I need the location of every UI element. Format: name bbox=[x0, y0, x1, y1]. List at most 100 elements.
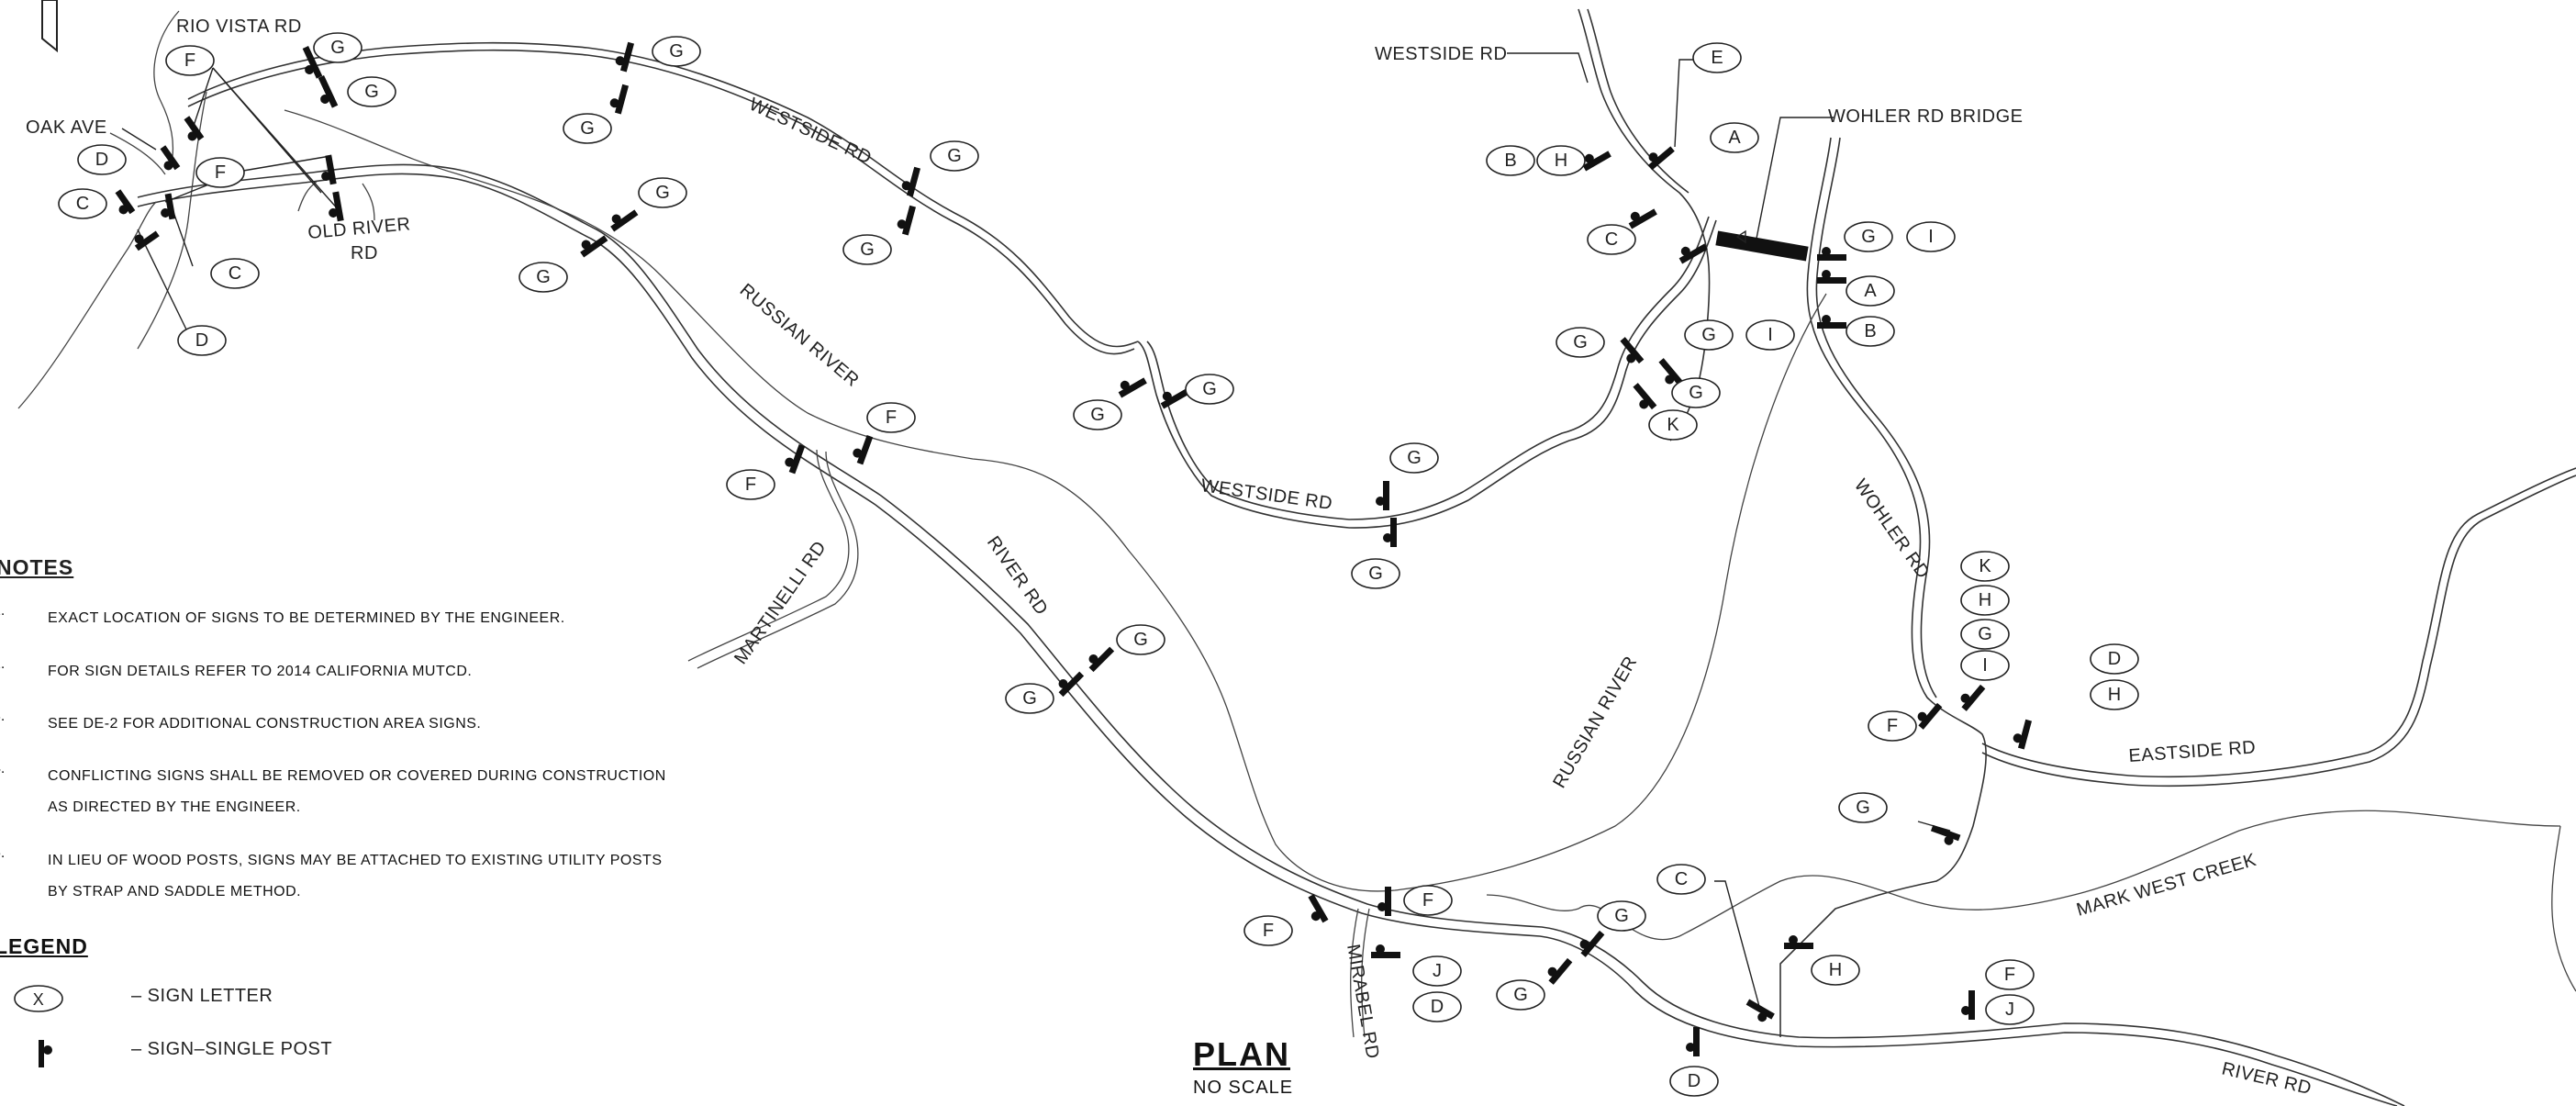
label-rio-vista-rd: RIO VISTA RD bbox=[176, 17, 302, 37]
sign-letter-bubble: G bbox=[1671, 377, 1721, 408]
label-mirabel-rd: MIRABEL RD bbox=[1343, 943, 1383, 1060]
note-text: EXACT LOCATION OF SIGNS TO BE DETERMINED… bbox=[48, 610, 565, 626]
bridge-marker bbox=[1735, 229, 1746, 244]
sign-post bbox=[1620, 337, 1645, 364]
note-number: 3. bbox=[0, 709, 6, 724]
sign-letter-bubble: H bbox=[1536, 145, 1586, 176]
sign-letter-bubble: F bbox=[165, 45, 215, 76]
sign-letter-bubble: C bbox=[210, 258, 260, 289]
sign-letter-bubble: G bbox=[842, 234, 892, 265]
sign-post bbox=[160, 145, 181, 171]
label-eastside-rd: EASTSIDE RD bbox=[2128, 737, 2257, 766]
sign-letter-bubble: I bbox=[1906, 221, 1956, 252]
sign-post bbox=[1678, 243, 1708, 264]
svg-text:H: H bbox=[1979, 590, 1991, 610]
sign-letter-bubble: G bbox=[652, 36, 701, 67]
sign-letter-bubble: F bbox=[1403, 885, 1453, 916]
sign-post bbox=[1582, 151, 1611, 172]
mark-west-creek bbox=[1486, 810, 2561, 941]
svg-text:G: G bbox=[655, 183, 670, 203]
svg-text:G: G bbox=[580, 118, 595, 139]
svg-text:F: F bbox=[184, 50, 195, 71]
note-number: 5. bbox=[0, 845, 6, 861]
sign-letter-bubble: A bbox=[1846, 275, 1895, 307]
sign-post bbox=[1376, 481, 1389, 510]
sign-post bbox=[901, 166, 921, 197]
sign-post bbox=[1547, 957, 1573, 985]
sign-letter-bubble: J bbox=[1412, 955, 1462, 987]
svg-text:D: D bbox=[1688, 1071, 1701, 1091]
svg-text:B: B bbox=[1504, 151, 1516, 171]
svg-text:G: G bbox=[1689, 383, 1703, 403]
svg-text:G: G bbox=[1090, 405, 1105, 425]
label-westside-rd-lower: WESTSIDE RD bbox=[1199, 475, 1333, 514]
svg-text:C: C bbox=[229, 263, 241, 284]
sign-post bbox=[609, 84, 630, 115]
sign-letter-bubble: G bbox=[1960, 619, 2010, 650]
svg-text:E: E bbox=[1711, 48, 1723, 68]
sign-letter-symbol: X bbox=[14, 985, 63, 1012]
sign-letter-bubble: G bbox=[1185, 374, 1234, 405]
sign-post bbox=[318, 74, 339, 108]
svg-text:G: G bbox=[669, 41, 684, 61]
sign-letter-bubble: G bbox=[1597, 900, 1646, 932]
sign-letter-bubble: E bbox=[1692, 42, 1742, 73]
note-text: FOR SIGN DETAILS REFER TO 2014 CALIFORNI… bbox=[48, 664, 473, 679]
label-old-river-rd-2: RD bbox=[351, 243, 378, 263]
sign-post bbox=[161, 193, 176, 220]
sign-letter-bubble: K bbox=[1960, 551, 2010, 582]
sign-post bbox=[1377, 887, 1391, 916]
legend-desc: – SIGN LETTER bbox=[131, 986, 273, 1006]
svg-text:H: H bbox=[1829, 960, 1842, 980]
sign-letter-bubble: H bbox=[1960, 585, 2010, 616]
svg-text:K: K bbox=[1979, 556, 1991, 576]
svg-text:G: G bbox=[1513, 985, 1528, 1005]
sign-letter-bubble: G bbox=[563, 113, 612, 144]
sign-letter-bubble: G bbox=[1556, 327, 1605, 358]
sign-letter-bubble: D bbox=[2090, 643, 2139, 675]
russian-river-west bbox=[284, 109, 1827, 892]
sign-post bbox=[1817, 247, 1846, 261]
svg-text:A: A bbox=[1728, 128, 1741, 148]
svg-text:D: D bbox=[95, 150, 108, 170]
sign-letter-bubble: G bbox=[1844, 221, 1893, 252]
svg-text:G: G bbox=[1701, 325, 1716, 345]
sign-letter-bubble: D bbox=[77, 144, 127, 175]
sign-letter-bubble: C bbox=[1587, 224, 1636, 255]
svg-text:H: H bbox=[2108, 685, 2121, 705]
sign-post bbox=[1930, 824, 1961, 845]
plan-title: PLAN bbox=[1193, 1035, 1290, 1073]
sign-post bbox=[1633, 383, 1657, 410]
sign-post bbox=[1628, 208, 1657, 229]
svg-text:D: D bbox=[2108, 649, 2121, 669]
sign-post bbox=[615, 41, 635, 73]
label-westside-rd-callout: WESTSIDE RD bbox=[1375, 44, 1507, 64]
sign-post bbox=[1118, 377, 1147, 398]
sign-letter-bubble: C bbox=[58, 188, 107, 219]
sign-letter-bubble: G bbox=[1005, 683, 1054, 714]
svg-text:G: G bbox=[330, 38, 345, 58]
sign-post bbox=[1784, 935, 1813, 949]
sign-post bbox=[329, 191, 344, 222]
svg-text:F: F bbox=[1887, 716, 1898, 736]
svg-text:G: G bbox=[1861, 227, 1876, 247]
svg-text:G: G bbox=[364, 82, 379, 102]
sign-letter-bubble: I bbox=[1960, 650, 2010, 681]
sign-letter-bubble: G bbox=[1351, 558, 1400, 589]
svg-text:K: K bbox=[1667, 415, 1679, 435]
label-russian-river-east: RUSSIAN RIVER bbox=[1549, 653, 1641, 791]
sign-post bbox=[610, 209, 639, 232]
note-number: 4. bbox=[0, 761, 6, 776]
legend-desc: – SIGN–SINGLE POST bbox=[131, 1039, 333, 1059]
svg-text:G: G bbox=[1573, 332, 1588, 352]
svg-text:F: F bbox=[215, 162, 226, 183]
sign-post bbox=[1647, 146, 1675, 171]
svg-text:I: I bbox=[1928, 227, 1934, 247]
sign-letter-bubble: B bbox=[1486, 145, 1535, 176]
sign-post bbox=[1088, 646, 1115, 673]
svg-text:G: G bbox=[1202, 379, 1217, 399]
sign-post bbox=[321, 154, 337, 185]
sign-letter-bubble: D bbox=[1412, 991, 1462, 1022]
sign-post bbox=[115, 189, 136, 215]
svg-text:G: G bbox=[1022, 688, 1037, 709]
